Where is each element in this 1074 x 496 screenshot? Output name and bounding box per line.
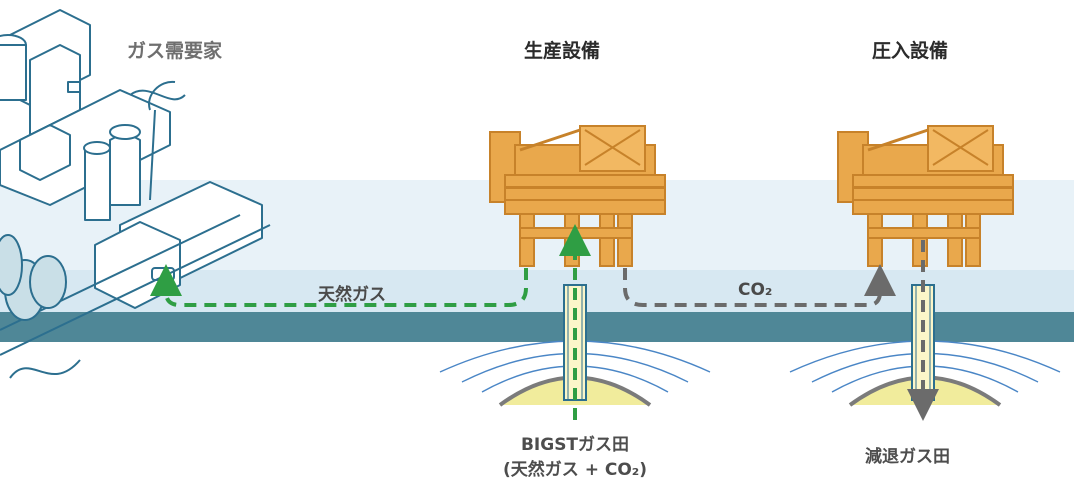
- injection-platform: [837, 125, 1014, 267]
- production-well: [563, 284, 587, 401]
- source-field-name: BIGSTガス田: [520, 435, 630, 455]
- source-field-contents: (天然ガス + CO₂): [503, 460, 647, 480]
- label-depleted-field: 減退ガス田: [865, 447, 950, 467]
- natural-gas-flow-line: [150, 264, 528, 307]
- label-source-field: BIGSTガス田 (天然ガス + CO₂): [480, 430, 670, 480]
- consumer-trees: [0, 234, 67, 321]
- heading-production-facility: 生産設備: [524, 40, 601, 62]
- heading-injection-facility: 圧入設備: [872, 40, 949, 62]
- co2-flow-line: [623, 264, 896, 307]
- label-co2-flow: CO₂: [738, 280, 773, 300]
- label-natural-gas-flow: 天然ガス: [318, 285, 386, 305]
- heading-gas-consumer: ガス需要家: [127, 40, 223, 62]
- production-platform: [489, 125, 666, 267]
